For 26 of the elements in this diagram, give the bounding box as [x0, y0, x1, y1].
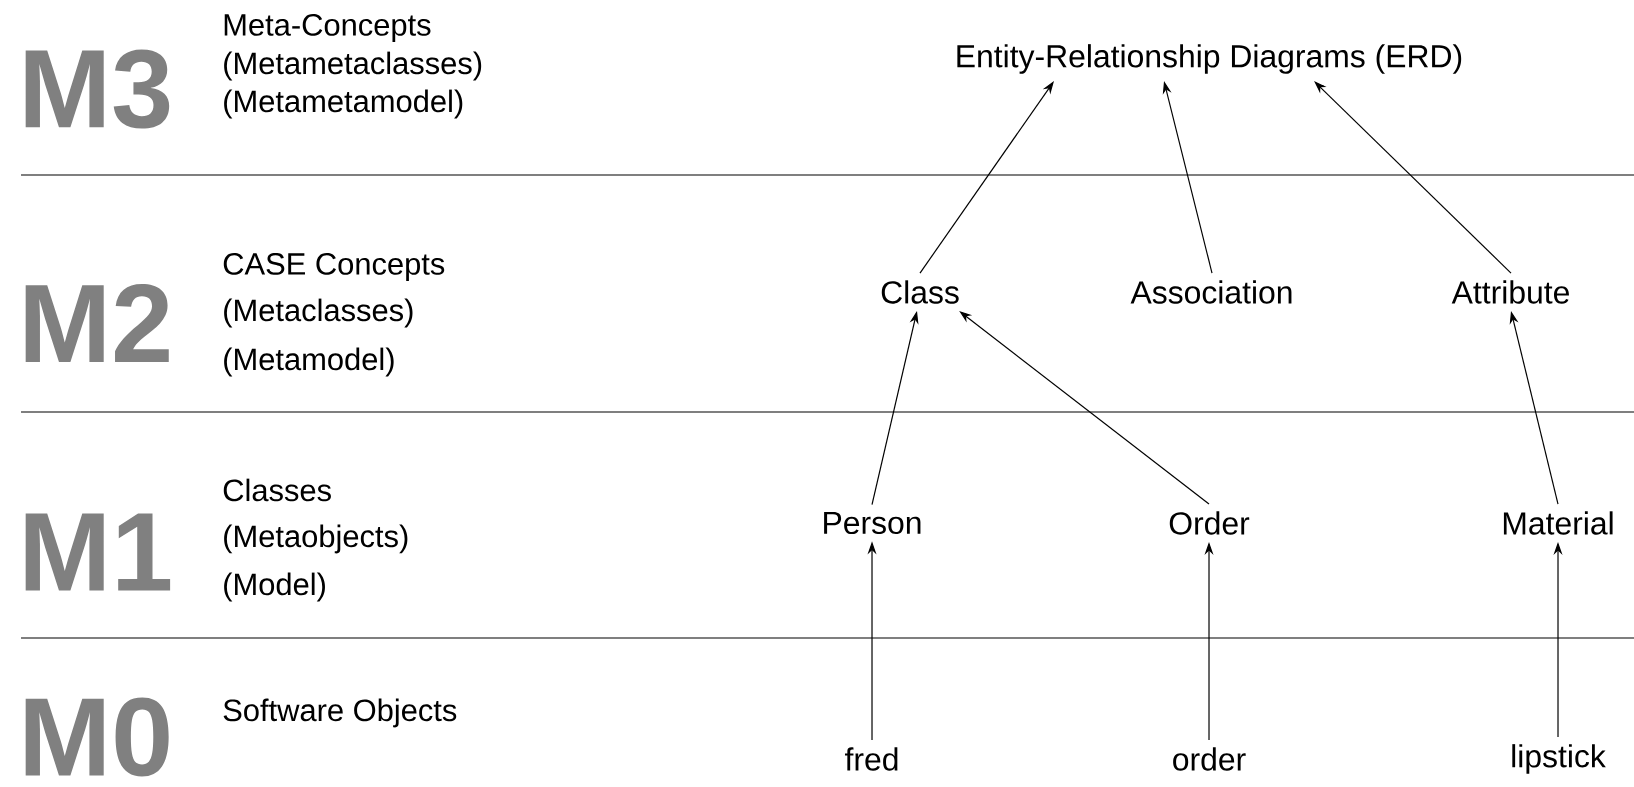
- node-label: Class: [881, 280, 959, 304]
- node-label: Association: [1130, 280, 1292, 304]
- node-label: Material: [1503, 511, 1613, 535]
- node-label: Person: [824, 511, 921, 535]
- level-label: M1: [25, 513, 171, 591]
- level-description: (Metamodel): [224, 347, 394, 377]
- level-description: (Metametaclasses): [224, 51, 482, 81]
- level-label: M2: [25, 284, 169, 362]
- node-label: order: [1173, 747, 1246, 771]
- level-description: Meta-Concepts: [224, 14, 431, 42]
- node-label: Attribute: [1451, 280, 1569, 304]
- arrow: [919, 81, 1054, 274]
- level-label: M0: [25, 697, 169, 777]
- node-label: lipstick: [1512, 744, 1606, 774]
- arrow: [1314, 81, 1512, 274]
- level-description: Classes: [223, 478, 331, 502]
- level-description: (Metametamodel): [224, 89, 463, 119]
- level-description: (Model): [224, 572, 325, 602]
- node-label: Order: [1169, 511, 1250, 535]
- level-description: (Metaclasses): [224, 298, 413, 328]
- level-description: Software Objects: [223, 698, 457, 728]
- level-description: CASE Concepts: [223, 253, 445, 281]
- level-label: M3: [25, 49, 170, 129]
- node-label: Entity-Relationship Diagrams (ERD): [957, 44, 1462, 74]
- node-label: fred: [845, 747, 898, 771]
- level-description: (Metaobjects): [224, 524, 408, 554]
